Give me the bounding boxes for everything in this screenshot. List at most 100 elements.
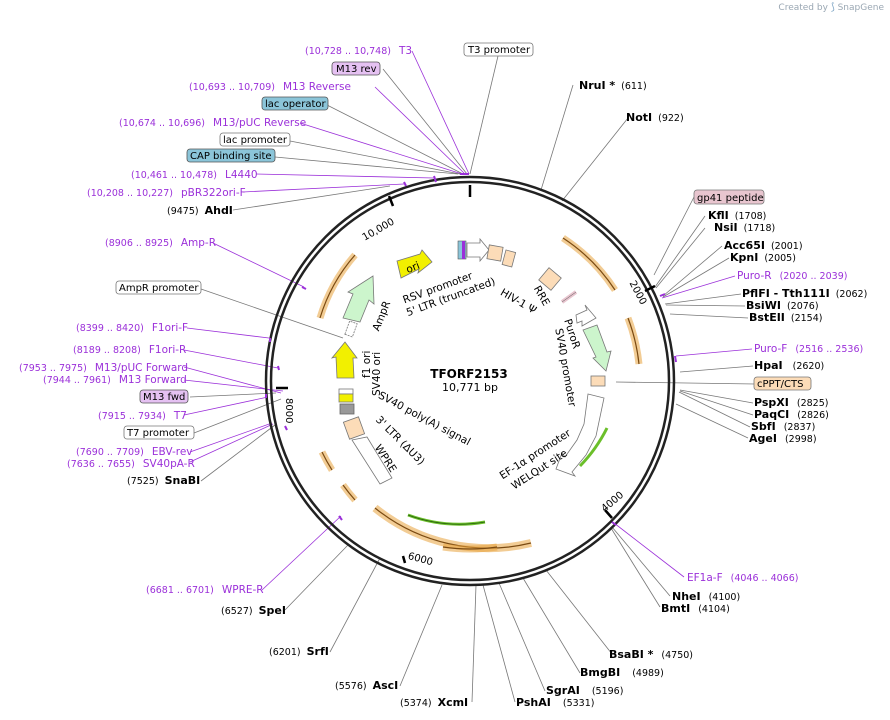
enzyme-name[interactable]: NruI * bbox=[579, 79, 615, 92]
enzyme-name[interactable]: SpeI bbox=[259, 604, 286, 617]
enzyme-name[interactable]: NsiI bbox=[714, 221, 738, 234]
primer-name[interactable]: T7 bbox=[173, 410, 187, 422]
primer-name[interactable]: L4440 bbox=[225, 169, 258, 181]
primer-name[interactable]: F1ori-F bbox=[152, 322, 188, 334]
primer-pos: (10,693 .. 10,709) bbox=[189, 82, 275, 93]
enzyme-name[interactable]: BmgBI bbox=[580, 666, 620, 679]
lac-operator-box[interactable]: lac operator bbox=[265, 99, 326, 110]
enzyme-name[interactable]: PshAI bbox=[516, 696, 551, 709]
primer-name[interactable]: M13 Reverse bbox=[283, 81, 351, 93]
ampr-promoter-box[interactable]: AmpR promoter bbox=[119, 283, 199, 294]
enzyme-name[interactable]: KflI bbox=[708, 209, 729, 222]
enzyme-name[interactable]: NheI bbox=[672, 590, 701, 603]
ltr3-feature bbox=[342, 416, 366, 440]
primer-pos: (8399 .. 8420) bbox=[76, 323, 144, 334]
cppt-cts-box[interactable]: cPPT/CTS bbox=[757, 379, 803, 390]
feature-label-boxes: T3 promoter M13 rev lac operator lac pro… bbox=[115, 42, 812, 440]
svg-text:AgeI(2998): AgeI (2998) bbox=[749, 432, 817, 445]
svg-text:(5576)AscI: (5576)AscI bbox=[335, 679, 398, 692]
svg-text:(7690 .. 7709)EBV-rev: (7690 .. 7709)EBV-rev bbox=[76, 446, 193, 458]
enzyme-name[interactable]: XcmI bbox=[438, 696, 469, 709]
primer-name[interactable]: Puro-R bbox=[737, 270, 772, 282]
primer-pos: (7953 .. 7975) bbox=[19, 363, 87, 374]
m13-fwd-box[interactable]: M13 fwd bbox=[143, 392, 185, 403]
svg-text:(6527)SpeI: (6527) SpeI bbox=[221, 604, 286, 617]
enzyme-name[interactable]: HpaI bbox=[754, 359, 783, 372]
ampr-promoter-feature bbox=[344, 320, 358, 338]
lac-promoter-box[interactable]: lac promoter bbox=[223, 135, 288, 146]
svg-text:EF1a-F(4046 .. 4066): EF1a-F (4046 .. 4066) bbox=[687, 572, 798, 584]
svg-text:(5374)XcmI: (5374)XcmI bbox=[400, 696, 468, 709]
gp41-peptide-box[interactable]: gp41 peptide bbox=[697, 193, 764, 204]
ori-feature bbox=[396, 249, 433, 279]
svg-text:KpnI(2005): KpnI(2005) bbox=[730, 251, 796, 264]
m13-rev-box[interactable]: M13 rev bbox=[336, 64, 377, 75]
credit-text: Created by bbox=[778, 3, 828, 13]
primer-name[interactable]: F1ori-R bbox=[149, 344, 186, 356]
tick-mark-6000 bbox=[401, 555, 407, 564]
svg-text:(8399 .. 8420)F1ori-F: (8399 .. 8420) F1ori-F bbox=[76, 322, 188, 334]
enzyme-name[interactable]: AgeI bbox=[749, 432, 777, 445]
enzyme-name[interactable]: SbfI bbox=[751, 420, 776, 433]
enzyme-pos: (2001) bbox=[771, 241, 803, 252]
orf-arc-1 bbox=[561, 235, 618, 292]
svg-text:(8189 .. 8208)F1ori-R: (8189 .. 8208)F1ori-R bbox=[73, 344, 186, 356]
sv40-ori-yellow bbox=[338, 393, 354, 403]
credit-brand: SnapGene bbox=[837, 3, 884, 13]
primer-name[interactable]: EBV-rev bbox=[152, 446, 193, 458]
primer-name[interactable]: pBR322ori-F bbox=[181, 187, 246, 199]
tick-mark-2000 bbox=[644, 284, 656, 293]
enzyme-name[interactable]: SrfI bbox=[307, 645, 329, 658]
primer-name[interactable]: EF1a-F bbox=[687, 572, 723, 584]
t3-promoter-box[interactable]: T3 promoter bbox=[467, 45, 531, 56]
primer-name[interactable]: Amp-R bbox=[181, 237, 216, 249]
enzyme-pos: (611) bbox=[621, 81, 647, 92]
enzyme-pos: (2998) bbox=[785, 434, 817, 445]
tick-label-2000: 2000 bbox=[627, 279, 649, 307]
enzyme-name[interactable]: BsiWI bbox=[746, 299, 781, 312]
primer-name[interactable]: M13/pUC Forward bbox=[95, 362, 188, 374]
enzyme-name[interactable]: PspXI bbox=[754, 396, 789, 409]
enzyme-name[interactable]: SgrAI bbox=[546, 684, 580, 697]
svg-text:BsaBI *(4750): BsaBI * (4750) bbox=[609, 648, 693, 661]
enzyme-name[interactable]: BstEII bbox=[749, 311, 785, 324]
enzyme-name[interactable]: SnaBI bbox=[165, 474, 201, 487]
primer-name[interactable]: WPRE-R bbox=[222, 584, 264, 596]
ori-label: ori bbox=[404, 260, 421, 276]
svg-text:PflFI - Tth111I(2062): PflFI - Tth111I(2062) bbox=[742, 287, 867, 300]
primer-name[interactable]: T3 bbox=[398, 45, 412, 57]
enzyme-pos[interactable]: AscI bbox=[373, 679, 399, 692]
primer-pos: (10,461 .. 10,478) bbox=[131, 170, 217, 181]
enzyme-name[interactable]: KpnI bbox=[730, 251, 758, 264]
enzyme-name[interactable]: Acc65I bbox=[724, 239, 765, 252]
primer-name[interactable]: M13/pUC Reverse bbox=[213, 117, 306, 129]
svg-text:Puro-R(2020 .. 2039): Puro-R(2020 .. 2039) bbox=[737, 270, 847, 282]
primer-name[interactable]: M13 Forward bbox=[119, 374, 187, 386]
enzyme-pos: (6527) bbox=[221, 606, 253, 617]
primer-name[interactable]: SV40pA-R bbox=[143, 458, 195, 470]
tick-label-10000: 10,000 bbox=[361, 217, 397, 244]
tick-mark-4000 bbox=[604, 509, 613, 519]
svg-text:NsiI(1718): NsiI(1718) bbox=[714, 221, 775, 234]
enzyme-pos: (4750) bbox=[661, 650, 693, 661]
svg-text:(6201)SrfI: (6201)SrfI bbox=[269, 645, 329, 658]
t7-promoter-box[interactable]: T7 promoter bbox=[126, 428, 190, 439]
enzyme-name[interactable]: PflFI - Tth111I bbox=[742, 287, 830, 300]
svg-text:PaqCI(2826): PaqCI (2826) bbox=[754, 408, 829, 421]
enzyme-pos: (2837) bbox=[784, 422, 816, 433]
primer-pos: (4046 .. 4066) bbox=[731, 573, 799, 584]
primer-name[interactable]: Puro-F bbox=[754, 343, 787, 355]
cap-binding-site-box[interactable]: CAP binding site bbox=[190, 151, 272, 162]
sv40-ori-label: SV40 ori bbox=[371, 352, 383, 396]
sv40-promoter-arrow bbox=[575, 304, 597, 327]
sv40-polya-feature bbox=[339, 403, 355, 415]
enzyme-pos: (2826) bbox=[797, 410, 829, 421]
enzyme-name[interactable]: BmtI bbox=[661, 602, 690, 615]
svg-text:Puro-F(2516 .. 2536): Puro-F(2516 .. 2536) bbox=[754, 343, 863, 355]
enzyme-name[interactable]: BsaBI * bbox=[609, 648, 654, 661]
enzyme-name[interactable]: NotI bbox=[626, 111, 652, 124]
enzyme-name[interactable]: AhdI bbox=[205, 204, 233, 217]
enzyme-pos: (2620) bbox=[793, 361, 825, 372]
enzyme-name[interactable]: PaqCI bbox=[754, 408, 789, 421]
green-arc-2 bbox=[578, 427, 609, 468]
